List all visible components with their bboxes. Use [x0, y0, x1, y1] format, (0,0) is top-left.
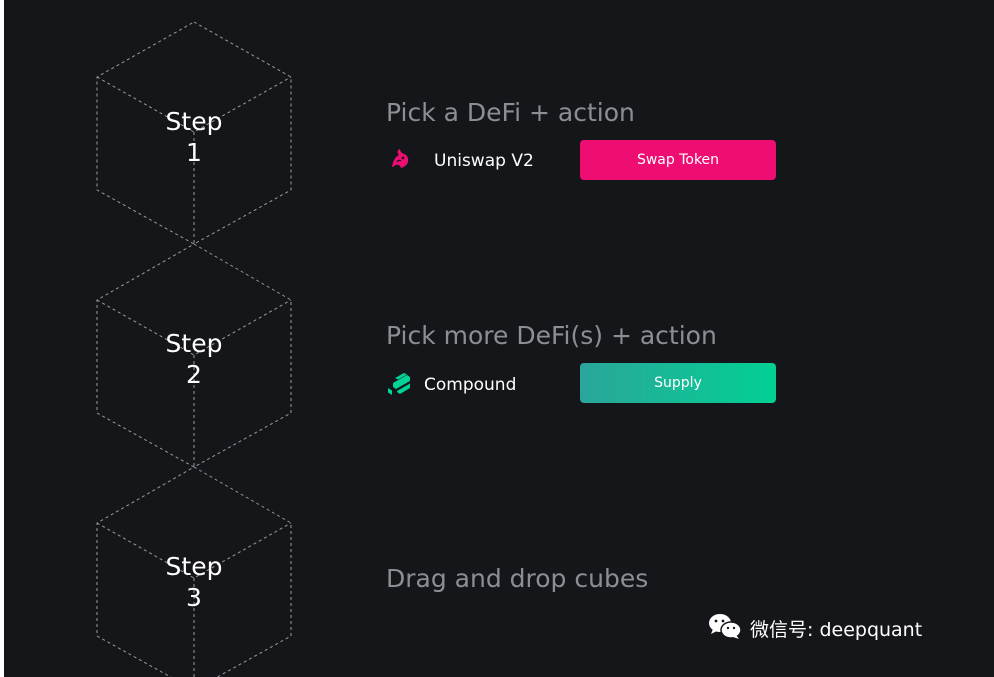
- step-2-number: 2: [186, 360, 202, 389]
- step-3-label: Step 3: [134, 551, 254, 613]
- cube-step-1: [96, 21, 292, 245]
- swap-token-button[interactable]: Swap Token: [580, 140, 776, 180]
- step-3-number: 3: [186, 583, 202, 612]
- step-2-label: Step 2: [134, 328, 254, 390]
- protocol-uniswap[interactable]: Uniswap V2: [388, 147, 534, 175]
- step-2-heading: Pick more DeFi(s) + action: [386, 321, 717, 350]
- cube-stack-illustration: [96, 21, 292, 677]
- step-3-word: Step: [165, 552, 223, 581]
- step-1-label: Step 1: [134, 106, 254, 168]
- watermark-text: 微信号: deepquant: [750, 619, 923, 641]
- tutorial-panel: Step 1 Step 2 Step 3 Pick a DeFi + actio…: [4, 0, 994, 677]
- supply-button[interactable]: Supply: [580, 363, 776, 403]
- protocol-name-uniswap: Uniswap V2: [434, 151, 534, 171]
- uniswap-unicorn-icon: [388, 147, 412, 175]
- compound-logo-icon: [386, 370, 412, 400]
- wechat-watermark: 微信号: deepquant: [708, 612, 922, 645]
- protocol-name-compound: Compound: [424, 375, 517, 395]
- step-2-word: Step: [165, 329, 223, 358]
- step-1-number: 1: [186, 138, 202, 167]
- step-3-heading: Drag and drop cubes: [386, 564, 649, 593]
- protocol-compound[interactable]: Compound: [386, 370, 516, 400]
- step-1-heading: Pick a DeFi + action: [386, 98, 635, 127]
- step-1-word: Step: [165, 107, 223, 136]
- wechat-icon: [708, 612, 742, 645]
- cube-step-3: [96, 466, 292, 677]
